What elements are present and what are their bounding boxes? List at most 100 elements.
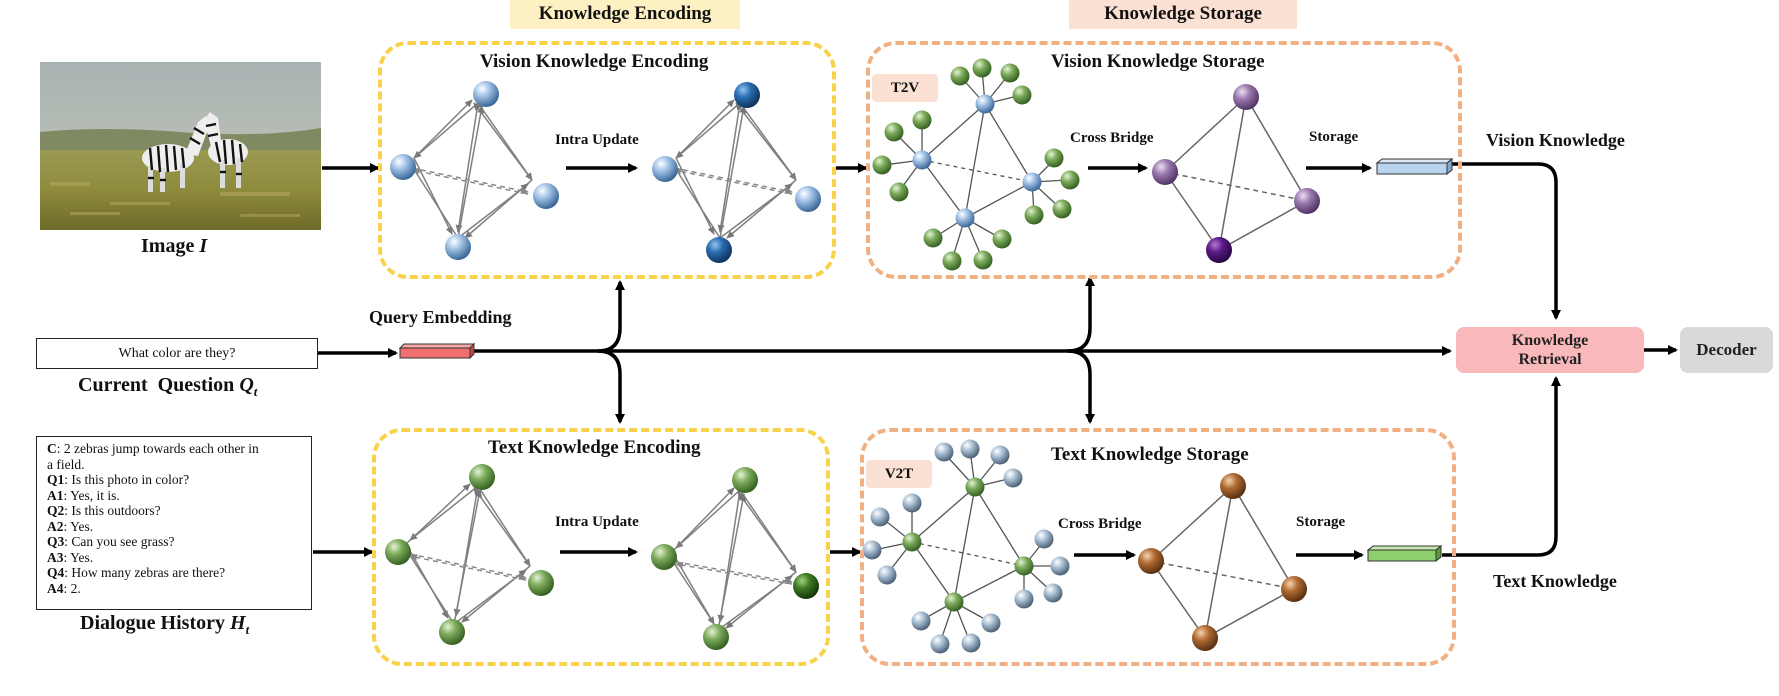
storage-label-text: Storage bbox=[1296, 514, 1346, 530]
text-storage-node bbox=[1281, 576, 1307, 602]
text-graph-after bbox=[667, 487, 797, 631]
history-line: A1: Yes, it is. bbox=[47, 487, 120, 503]
vision-storage-node bbox=[1233, 84, 1259, 110]
text-graph-before bbox=[403, 483, 531, 625]
history-line: A2: Yes. bbox=[47, 518, 94, 534]
text-node bbox=[439, 619, 465, 645]
vision-hub-node bbox=[1022, 172, 1042, 192]
question-box: What color are they? bbox=[36, 338, 318, 369]
vision-graph-after bbox=[669, 99, 797, 239]
decoder-box: Decoder bbox=[1680, 327, 1773, 373]
storage-label-vision: Storage bbox=[1309, 129, 1359, 145]
text-encoding-title: Text Knowledge Encoding bbox=[488, 437, 701, 458]
question-label: Current Question Qt bbox=[78, 374, 257, 400]
image-label-text: Image bbox=[141, 235, 195, 257]
vision-storage-title: Vision Knowledge Storage bbox=[1051, 51, 1265, 72]
history-line: Q3: Can you see grass? bbox=[47, 534, 175, 549]
vision-hub-node bbox=[955, 208, 975, 228]
text-node bbox=[385, 539, 411, 565]
vision-knowledge-label: Vision Knowledge bbox=[1486, 130, 1625, 150]
vision-graph-before bbox=[407, 99, 533, 239]
history-line: A3: Yes. bbox=[47, 549, 94, 565]
vision-embedding-icon bbox=[1375, 157, 1454, 176]
knowledge-encoding-header: Knowledge Encoding bbox=[510, 0, 740, 29]
question-label-text: Current Question bbox=[78, 374, 235, 396]
image-var: I bbox=[199, 235, 208, 257]
history-line: Q4: How many zebras are there? bbox=[47, 565, 226, 580]
intra-update-label-vision: Intra Update bbox=[555, 132, 639, 148]
vision-storage-node bbox=[1294, 188, 1320, 214]
text-node bbox=[703, 624, 729, 650]
text-node bbox=[732, 467, 758, 493]
v2t-graph bbox=[911, 486, 1025, 603]
vision-storage-node bbox=[1152, 159, 1178, 185]
vision-node bbox=[652, 156, 678, 182]
t2v-graph bbox=[921, 103, 1033, 219]
vision-storage-graph bbox=[1164, 96, 1308, 251]
input-image bbox=[40, 62, 321, 230]
retrieval-line2: Retrieval bbox=[1518, 351, 1582, 368]
vision-encoding-panel bbox=[378, 41, 836, 279]
vision-node bbox=[795, 186, 821, 212]
text-storage-node bbox=[1138, 548, 1164, 574]
retrieval-line1: Knowledge bbox=[1511, 332, 1589, 349]
vision-hub-node bbox=[975, 94, 995, 114]
text-storage-node bbox=[1220, 473, 1246, 499]
vision-node bbox=[473, 81, 499, 107]
text-storage-node bbox=[1192, 625, 1218, 651]
history-line: A4: 2. bbox=[47, 580, 81, 596]
vision-node bbox=[390, 154, 416, 180]
question-var: Q bbox=[239, 374, 254, 396]
intra-update-label-text: Intra Update bbox=[555, 514, 639, 530]
text-storage-panel bbox=[860, 428, 1456, 666]
text-hub-node bbox=[944, 592, 964, 612]
zebra-left bbox=[142, 116, 210, 192]
query-embedding-icon bbox=[398, 342, 476, 360]
history-sub: t bbox=[245, 622, 250, 637]
knowledge-storage-header: Knowledge Storage bbox=[1069, 0, 1297, 29]
history-label: Dialogue History Ht bbox=[80, 612, 249, 638]
vision-storage-node bbox=[1206, 237, 1232, 263]
history-line: Q2: Is this outdoors? bbox=[47, 503, 161, 518]
arrow-vision-knowledge bbox=[1452, 162, 1561, 320]
text-node bbox=[528, 570, 554, 596]
zebra-photo-icon bbox=[40, 62, 321, 230]
text-encoding-panel bbox=[372, 428, 830, 666]
history-line: Q1: Is this photo in color? bbox=[47, 472, 190, 487]
text-hub-node bbox=[965, 477, 985, 497]
vision-storage-panel bbox=[866, 41, 1462, 279]
text-embedding-icon bbox=[1366, 544, 1443, 563]
vision-node bbox=[533, 183, 559, 209]
vision-node bbox=[445, 234, 471, 260]
vision-node bbox=[706, 237, 732, 263]
text-storage-graph bbox=[1150, 485, 1295, 639]
brace-storage bbox=[1067, 276, 1095, 353]
history-label-text: Dialogue History bbox=[80, 612, 225, 634]
v2t-tag: V2T bbox=[866, 460, 932, 488]
history-line: C: 2 zebras jump towards each other in bbox=[47, 441, 259, 456]
image-label: Image I bbox=[141, 235, 207, 258]
vision-node bbox=[734, 82, 760, 108]
vision-encoding-title: Vision Knowledge Encoding bbox=[480, 51, 709, 72]
text-node bbox=[651, 544, 677, 570]
vision-hub-node bbox=[912, 150, 932, 170]
cross-bridge-label-text: Cross Bridge bbox=[1058, 516, 1142, 532]
history-line: a field. bbox=[47, 456, 85, 472]
text-node bbox=[469, 464, 495, 490]
arrow-text-knowledge bbox=[1442, 376, 1561, 557]
brace-encoding bbox=[597, 280, 625, 353]
text-hub-node bbox=[1014, 556, 1034, 576]
text-storage-title: Text Knowledge Storage bbox=[1051, 444, 1249, 465]
zebra-right bbox=[204, 112, 248, 188]
text-hub-node bbox=[902, 532, 922, 552]
text-knowledge-label: Text Knowledge bbox=[1493, 571, 1617, 591]
t2v-tag: T2V bbox=[872, 74, 938, 102]
dialogue-history-box: C: 2 zebras jump towards each other in a… bbox=[36, 436, 312, 610]
text-node bbox=[793, 573, 819, 599]
history-var: H bbox=[230, 612, 246, 634]
query-embedding-label: Query Embedding bbox=[369, 307, 512, 327]
cross-bridge-label-vision: Cross Bridge bbox=[1070, 130, 1154, 146]
question-sub: t bbox=[253, 384, 258, 399]
